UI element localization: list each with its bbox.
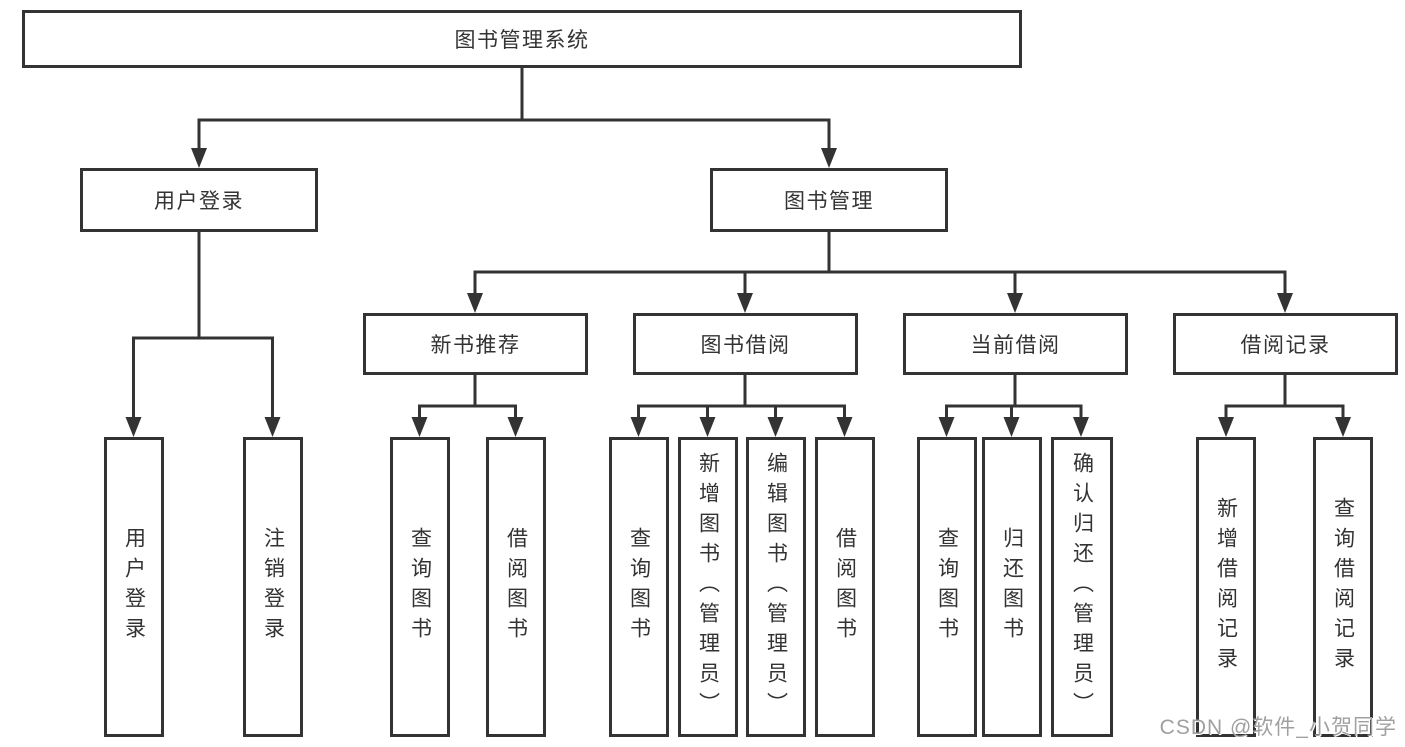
node-borrow-records: 借阅记录 — [1173, 313, 1398, 375]
leaf-borrow-books-recommend: 借阅图书 — [486, 437, 546, 737]
node-library-system: 图书管理系统 — [22, 10, 1022, 68]
leaf-query-books-recommend: 查询图书 — [390, 437, 450, 737]
leaf-label: 查询图书 — [627, 527, 651, 647]
node-book-borrowing: 图书借阅 — [633, 313, 858, 375]
leaf-label: 编辑图书（管理员） — [764, 452, 788, 722]
leaf-user-login: 用户登录 — [104, 437, 164, 737]
leaf-logout: 注销登录 — [243, 437, 303, 737]
leaf-label: 新增图书（管理员） — [696, 452, 720, 722]
leaf-label: 查询借阅记录 — [1331, 497, 1355, 677]
leaf-borrow-books: 借阅图书 — [815, 437, 875, 737]
leaf-label: 查询图书 — [408, 527, 432, 647]
leaf-label: 注销登录 — [261, 527, 285, 647]
leaf-label: 借阅图书 — [504, 527, 528, 647]
leaf-query-books-current: 查询图书 — [917, 437, 977, 737]
leaf-query-borrow-record: 查询借阅记录 — [1313, 437, 1373, 737]
leaf-query-books-borrow: 查询图书 — [609, 437, 669, 737]
leaf-label: 归还图书 — [1000, 527, 1024, 647]
leaf-label: 新增借阅记录 — [1214, 497, 1238, 677]
leaf-confirm-return-admin: 确认归还（管理员） — [1051, 437, 1113, 737]
leaf-label: 确认归还（管理员） — [1070, 452, 1094, 722]
watermark: CSDN @软件_小贺同学 — [1159, 716, 1397, 739]
leaf-return-books: 归还图书 — [982, 437, 1042, 737]
leaf-label: 查询图书 — [935, 527, 959, 647]
node-user-login: 用户登录 — [80, 168, 318, 232]
leaf-label: 借阅图书 — [833, 527, 857, 647]
leaf-label: 用户登录 — [122, 527, 146, 647]
leaf-edit-books-admin: 编辑图书（管理员） — [746, 437, 806, 737]
node-new-book-recommend: 新书推荐 — [363, 313, 588, 375]
connector-path — [132, 68, 1345, 421]
node-current-borrowing: 当前借阅 — [903, 313, 1128, 375]
node-book-management: 图书管理 — [710, 168, 948, 232]
leaf-add-borrow-record: 新增借阅记录 — [1196, 437, 1256, 737]
leaf-add-books-admin: 新增图书（管理员） — [678, 437, 738, 737]
